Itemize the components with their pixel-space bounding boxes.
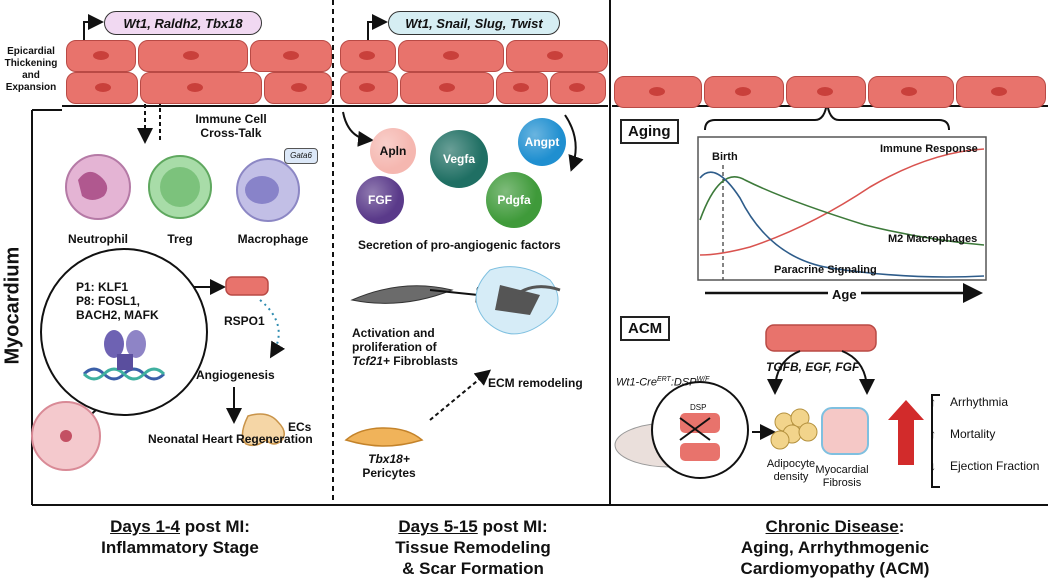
- outcome-label: Arrhythmia: [950, 395, 1009, 409]
- genotype-dsp: :DSP: [670, 376, 697, 389]
- paracrine-label: Paracrine Signaling: [774, 264, 877, 276]
- activation-label: Activation and proliferation of Tcf21+ F…: [352, 326, 458, 368]
- growth-factors-label: TGFB, EGF, FGF: [766, 360, 860, 374]
- factor-arrow-left: [342, 111, 374, 147]
- transcription-circle: [40, 248, 208, 416]
- arrow-up-icon: ↑: [930, 395, 936, 409]
- outcome-label: Ejection Fraction: [950, 459, 1040, 473]
- factor-arrow-right: [564, 114, 584, 172]
- neutrophil-label: Neutrophil: [68, 232, 128, 246]
- secretion-label: Secretion of pro-angiogenic factors: [358, 238, 561, 252]
- acm-cell-shape: [765, 324, 877, 352]
- outcome-row: ↑ Mortality: [930, 427, 995, 441]
- ecm-network: [475, 266, 561, 335]
- panel1-heading-days: Days 1-4: [110, 517, 181, 536]
- adipocyte-cluster: [770, 408, 818, 450]
- gata6-tag: Gata6: [284, 148, 318, 164]
- outcome-row: ↓ Ejection Fraction: [930, 459, 1039, 473]
- activation-line1: Activation and: [352, 326, 435, 340]
- dsp-tag: DSP: [690, 403, 707, 412]
- fibrosis-tissue: [821, 407, 869, 455]
- promoter-arrow-1: [83, 14, 104, 46]
- macrophage-label: Macrophage: [237, 232, 309, 246]
- factor-sphere-angpt: Angpt: [518, 118, 566, 166]
- activation-line2: proliferation of: [352, 340, 437, 354]
- panel2-heading-post: post MI:: [477, 517, 548, 536]
- fibrosis-label: Myocardial Fibrosis: [815, 464, 869, 489]
- panel2-gene-pill: Wt1, Snail, Slug, Twist: [388, 11, 560, 35]
- immune-response-label: Immune Response: [880, 143, 978, 155]
- rspo1-curve: [259, 299, 286, 359]
- age-label: Age: [828, 287, 861, 302]
- birth-label: Birth: [712, 151, 738, 163]
- panel2-heading-days: Days 5-15: [398, 517, 478, 536]
- crosstalk-label: Immune Cell Cross-Talk: [195, 112, 267, 140]
- panel1-heading-post: post MI:: [180, 517, 250, 536]
- panel3-heading: Chronic Disease: Aging, Arrhythmogenic C…: [690, 516, 980, 579]
- panel3-heading-line2: Aging, Arrhythmogenic: [740, 538, 930, 557]
- big-red-arrow: [888, 400, 924, 465]
- activation-fibroblasts: Fibroblasts: [389, 354, 458, 368]
- rspo1-cell-shape: [225, 276, 269, 296]
- panel2-heading-line2: Tissue Remodeling: [395, 538, 551, 557]
- factor-sphere-apln: Apln: [370, 128, 416, 174]
- factor-sphere-pdgfa: Pdgfa: [486, 172, 542, 228]
- acm-box: ACM: [620, 316, 671, 341]
- fibroblast-shape: [350, 285, 454, 304]
- outcomes-bracket: [931, 394, 940, 488]
- panel1-gene-pill: Wt1, Raldh2, Tbx18: [104, 11, 262, 35]
- angiogenesis-label: Angiogenesis: [196, 368, 275, 382]
- outcome-row: ↑ Arrhythmia: [930, 395, 1008, 409]
- ecm-label: ECM remodeling: [488, 376, 583, 390]
- genotype-wf: W/F: [696, 376, 710, 383]
- genotype-ert: ERT: [656, 376, 671, 383]
- ec-shape: [241, 413, 285, 447]
- pericyte-tbx18: Tbx18+: [368, 452, 410, 466]
- immune-response-curve: [699, 148, 985, 256]
- factor-sphere-fgf: FGF: [356, 176, 404, 224]
- arrow-up-icon: ↑: [930, 427, 936, 441]
- epicardial-label: Epicardial Thickening and Expansion: [4, 46, 58, 93]
- promoter-arrow-2: [367, 14, 388, 46]
- panel3-heading-line3: Cardiomyopathy (ACM): [740, 559, 930, 578]
- pericyte-name: Pericytes: [362, 466, 416, 480]
- genotype-wt1: Wt1-Cre: [616, 376, 657, 389]
- aging-box: Aging: [620, 119, 679, 144]
- myocardium-label: Myocardium: [1, 246, 24, 365]
- pericyte-label: Tbx18+ Pericytes: [354, 452, 424, 480]
- arrow-down-icon: ↓: [930, 459, 936, 473]
- panel1-heading: Days 1-4 post MI: Inflammatory Stage: [60, 516, 300, 558]
- pericyte-shape: [344, 427, 424, 447]
- m2-label: M2 Macrophages: [888, 233, 978, 245]
- activation-tcf21: Tcf21+: [352, 354, 390, 368]
- panel3-heading-chronic: Chronic Disease: [765, 517, 899, 536]
- adipocyte-label: Adipocyte density: [766, 458, 816, 483]
- panel2-heading: Days 5-15 post MI: Tissue Remodeling & S…: [360, 516, 586, 579]
- panel2-heading-line3: & Scar Formation: [402, 559, 544, 578]
- paracrine-curve: [699, 171, 985, 278]
- transcription-factors-text: P1: KLF1 P8: FOSL1, BACH2, MAFK: [76, 280, 159, 322]
- mouse-genotype-label: Wt1-CreERT:DSPW/F: [616, 376, 709, 389]
- regeneration-label: Neonatal Heart Regeneration: [148, 432, 313, 446]
- aging-chart-box: [697, 136, 987, 281]
- panel3-heading-colon: :: [898, 517, 905, 536]
- treg-label: Treg: [167, 232, 193, 246]
- panel1-heading-stage: Inflammatory Stage: [101, 538, 259, 557]
- rspo1-label: RSPO1: [224, 314, 265, 328]
- factor-sphere-vegfa: Vegfa: [430, 130, 488, 188]
- outcome-label: Mortality: [950, 427, 996, 441]
- ecs-label: ECs: [288, 420, 312, 434]
